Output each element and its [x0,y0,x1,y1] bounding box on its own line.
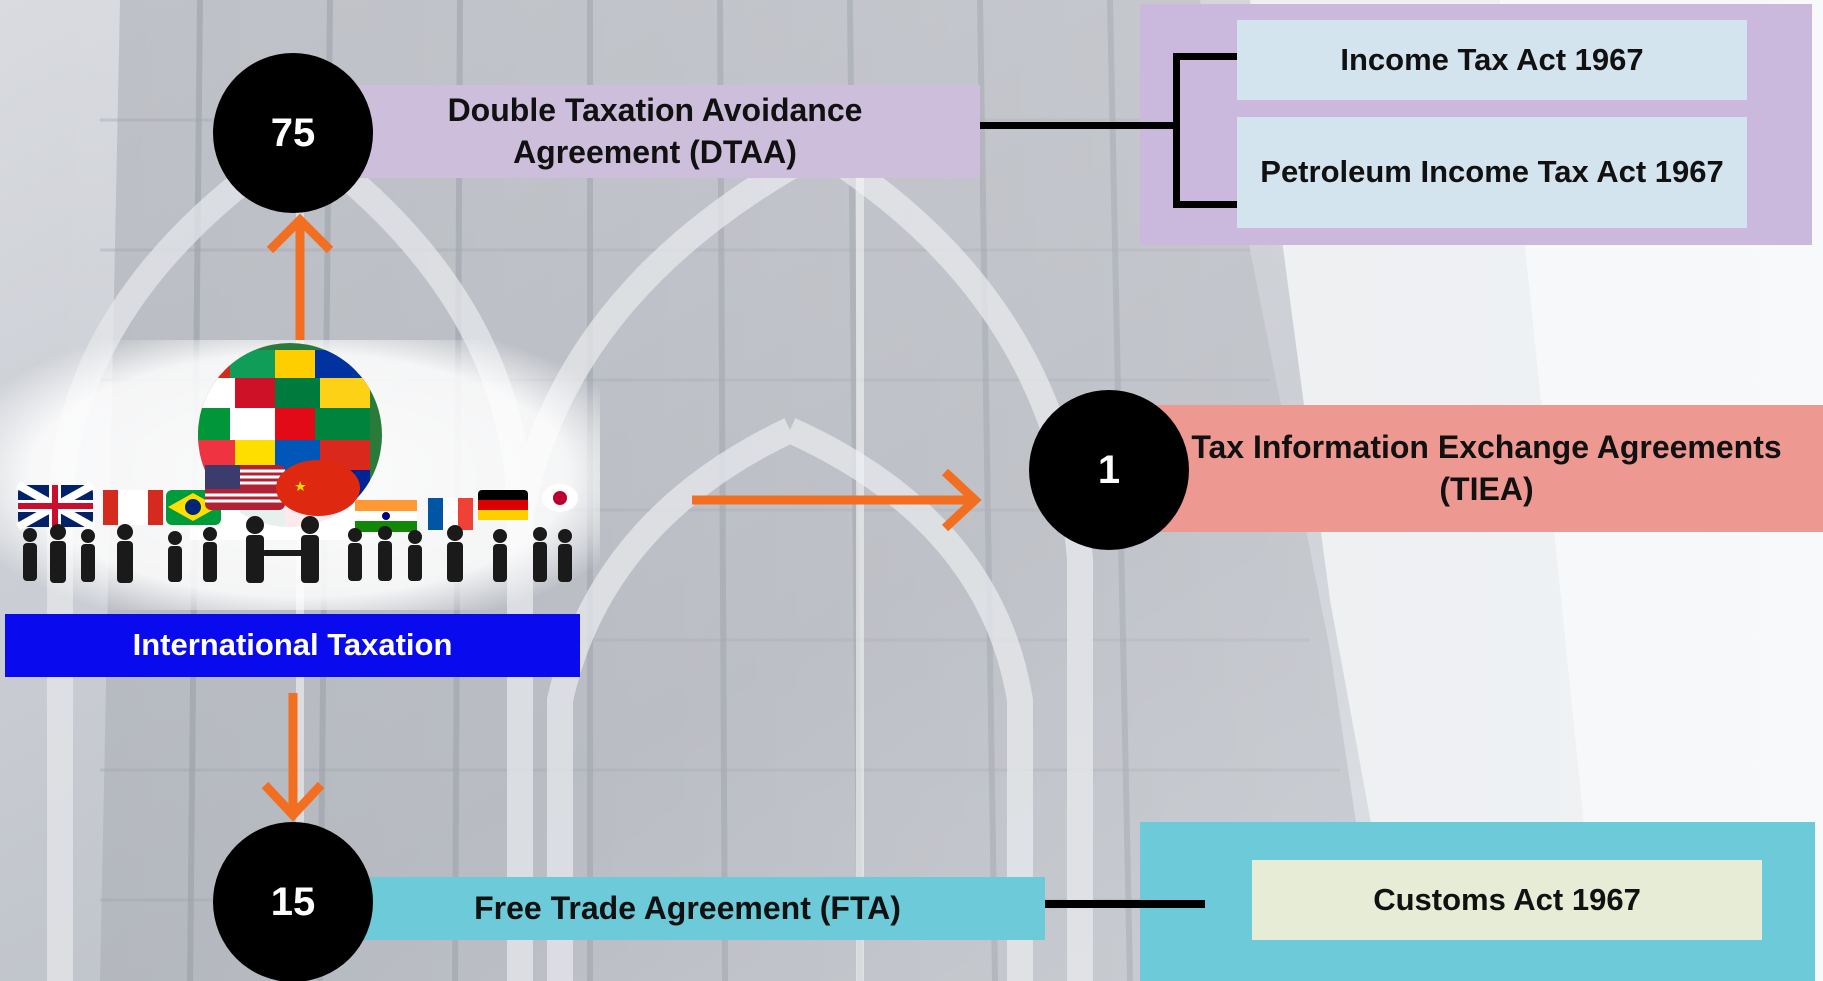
act-customs-label: Customs Act 1967 [1373,881,1641,917]
people-group-icon [23,516,572,583]
dtaa-bracket-vertical [1173,53,1180,208]
dtaa-bracket-top [1173,53,1237,60]
international-taxation-label-box: International Taxation [5,614,580,677]
tiea-count: 1 [1097,447,1121,492]
dtaa-connector-line [980,122,1180,129]
act-income-tax: Income Tax Act 1967 [1237,20,1747,100]
fta-label-box: Free Trade Agreement (FTA) [330,877,1045,940]
act-income-tax-label: Income Tax Act 1967 [1340,41,1644,77]
dtaa-label: Double Taxation Avoidance Agreement (DTA… [447,91,863,170]
dtaa-label-box: Double Taxation Avoidance Agreement (DTA… [330,85,980,178]
tiea-label: Tax Information Exchange Agreements (TIE… [1191,428,1782,507]
dtaa-count: 75 [270,110,316,155]
tiea-count-circle: 1 [1029,390,1189,550]
international-taxation-label: International Taxation [132,627,453,663]
fta-connector-line [1045,900,1205,908]
international-taxation-image [0,340,600,610]
act-customs: Customs Act 1967 [1252,860,1762,940]
tiea-label-box: Tax Information Exchange Agreements (TIE… [1150,405,1823,532]
flag-speech-bubbles-icon [16,460,578,532]
fta-label: Free Trade Agreement (FTA) [474,889,901,926]
fta-count-circle: 15 [213,822,373,981]
act-petroleum-income-tax-label: Petroleum Income Tax Act 1967 [1260,154,1724,190]
fta-count: 15 [270,879,316,924]
act-petroleum-income-tax: Petroleum Income Tax Act 1967 [1237,117,1747,228]
dtaa-count-circle: 75 [213,53,373,213]
dtaa-bracket-bottom [1173,201,1237,208]
